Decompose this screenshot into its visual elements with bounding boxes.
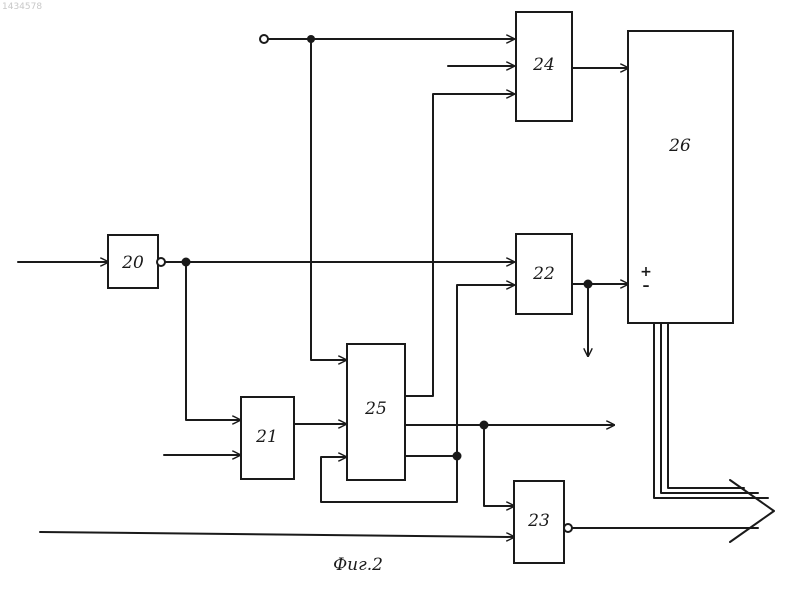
block-23: 23 bbox=[514, 481, 572, 563]
wire-input-23 bbox=[40, 532, 514, 537]
block-25: 25 bbox=[347, 344, 405, 480]
inverted-output-icon bbox=[564, 524, 572, 532]
minus-input-sign: – bbox=[643, 278, 650, 294]
wire-26-bus-2 bbox=[661, 324, 758, 493]
block-20-label: 20 bbox=[121, 253, 144, 273]
wire-20-to-21 bbox=[186, 262, 240, 420]
block-22: 22 bbox=[516, 234, 572, 314]
figure-caption: Фиг.2 bbox=[333, 555, 383, 575]
junction-dot bbox=[307, 35, 315, 43]
wire-26-bus-3 bbox=[668, 324, 744, 488]
wire-25-to-24 bbox=[405, 94, 514, 396]
junction-dot bbox=[182, 258, 191, 267]
block-26: 26 + – bbox=[628, 31, 733, 323]
junction-dot bbox=[453, 452, 462, 461]
block-24: 24 bbox=[516, 12, 572, 121]
junction-dot bbox=[584, 280, 593, 289]
block-21: 21 bbox=[241, 397, 294, 479]
wire-26-bus-1 bbox=[654, 324, 768, 498]
block-25-label: 25 bbox=[364, 399, 387, 419]
scan-header-number: 1434578 bbox=[2, 2, 42, 12]
block-20: 20 bbox=[108, 235, 165, 288]
junction-dot bbox=[480, 421, 489, 430]
block-23-label: 23 bbox=[527, 511, 550, 531]
block-22-label: 22 bbox=[532, 264, 555, 284]
bus-arrow-icon bbox=[730, 480, 774, 542]
wire-terminal-to-25 bbox=[311, 39, 346, 360]
block-24-label: 24 bbox=[532, 55, 555, 75]
wire-25-to-22 bbox=[405, 285, 514, 456]
inverted-output-icon bbox=[157, 258, 165, 266]
block-21-label: 21 bbox=[255, 427, 278, 447]
input-terminal-icon bbox=[260, 35, 268, 43]
wire-25-to-23 bbox=[484, 425, 514, 506]
block-26-label: 26 bbox=[668, 136, 691, 156]
